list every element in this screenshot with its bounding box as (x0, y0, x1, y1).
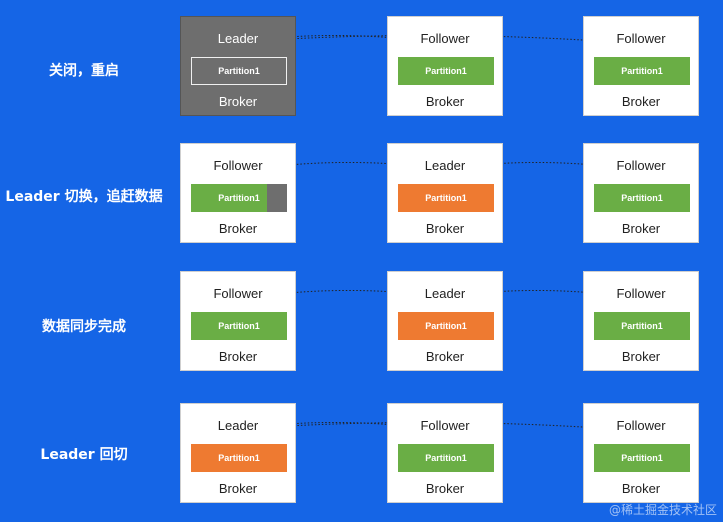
broker-role: Leader (217, 418, 259, 433)
broker-role: Follower (616, 158, 666, 173)
broker-r2-b3: Follower Partition1 Broker (583, 143, 699, 243)
broker-r4-b3: Follower Partition1 Broker (583, 403, 699, 503)
partition-block: Partition1 (398, 184, 494, 212)
partition-block: Partition1 (191, 312, 287, 340)
broker-role: Follower (616, 31, 666, 46)
broker-role: Leader (424, 286, 466, 301)
partition-label: Partition1 (621, 453, 663, 463)
partition-label: Partition1 (218, 453, 260, 463)
broker-role: Leader (424, 158, 466, 173)
partition-label: Partition1 (218, 321, 260, 331)
partition-label: Partition1 (621, 66, 663, 76)
broker-name: Broker (425, 221, 465, 236)
broker-name: Broker (425, 481, 465, 496)
broker-r4-b1: Leader Partition1 Broker (180, 403, 296, 503)
broker-name: Broker (621, 349, 661, 364)
partition-label: Partition1 (425, 66, 467, 76)
broker-name: Broker (621, 94, 661, 109)
broker-role: Leader (217, 31, 259, 46)
broker-name: Broker (218, 94, 258, 109)
broker-name: Broker (621, 481, 661, 496)
broker-role: Follower (616, 286, 666, 301)
lagging-segment (267, 184, 287, 212)
partition-block: Partition1 (191, 184, 287, 212)
row-label-sync-complete: 数据同步完成 (42, 319, 126, 335)
broker-name: Broker (218, 221, 258, 236)
broker-r1-b1: Leader Partition1 Broker (180, 16, 296, 116)
broker-name: Broker (218, 349, 258, 364)
broker-role: Follower (420, 31, 470, 46)
partition-block: Partition1 (594, 57, 690, 85)
row-label-leader-switch: Leader 切换，追赶数据 (5, 189, 163, 205)
partition-label: Partition1 (218, 193, 260, 203)
partition-block: Partition1 (191, 57, 287, 85)
partition-block: Partition1 (398, 444, 494, 472)
row-label-restart: 关闭，重启 (49, 63, 119, 79)
broker-role: Follower (213, 158, 263, 173)
partition-label: Partition1 (621, 321, 663, 331)
broker-r2-b2: Leader Partition1 Broker (387, 143, 503, 243)
partition-block: Partition1 (191, 444, 287, 472)
broker-r4-b2: Follower Partition1 Broker (387, 403, 503, 503)
partition-block: Partition1 (594, 444, 690, 472)
partition-label: Partition1 (425, 321, 467, 331)
partition-label: Partition1 (621, 193, 663, 203)
broker-r3-b3: Follower Partition1 Broker (583, 271, 699, 371)
partition-block: Partition1 (398, 57, 494, 85)
broker-r3-b1: Follower Partition1 Broker (180, 271, 296, 371)
broker-role: Follower (420, 418, 470, 433)
partition-block: Partition1 (594, 184, 690, 212)
broker-r1-b2: Follower Partition1 Broker (387, 16, 503, 116)
broker-role: Follower (616, 418, 666, 433)
partition-label: Partition1 (218, 66, 260, 76)
partition-label: Partition1 (425, 453, 467, 463)
broker-name: Broker (621, 221, 661, 236)
broker-r2-b1: Follower Partition1 Broker (180, 143, 296, 243)
broker-name: Broker (425, 94, 465, 109)
partition-block: Partition1 (398, 312, 494, 340)
broker-r3-b2: Leader Partition1 Broker (387, 271, 503, 371)
broker-r1-b3: Follower Partition1 Broker (583, 16, 699, 116)
watermark: @稀土掘金技术社区 (608, 503, 717, 517)
row-label-leader-switchback: Leader 回切 (40, 447, 128, 463)
broker-name: Broker (425, 349, 465, 364)
partition-label: Partition1 (425, 193, 467, 203)
broker-role: Follower (213, 286, 263, 301)
broker-name: Broker (218, 481, 258, 496)
partition-block: Partition1 (594, 312, 690, 340)
